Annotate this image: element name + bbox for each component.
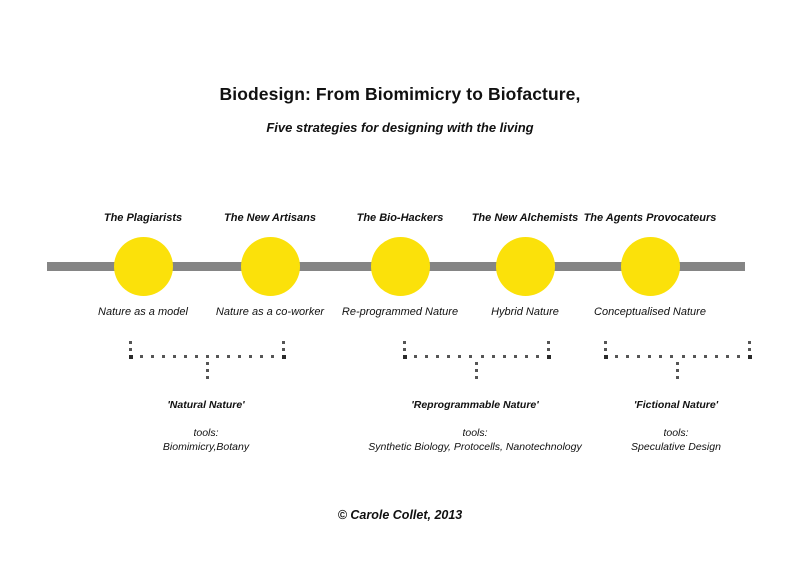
group-tools-label-fictional-nature: tools: (663, 427, 689, 439)
bracket-dot (604, 341, 607, 344)
bracket-dot (503, 355, 506, 358)
bracket-dot (637, 355, 640, 358)
bracket-dot (403, 355, 407, 359)
node-bottom-label-agents-provocateurs: Conceptualised Nature (594, 306, 706, 318)
group-nature-label-reprogrammable-nature: 'Reprogrammable Nature' (411, 399, 539, 411)
bracket-dot (206, 355, 209, 358)
bracket-dot (536, 355, 539, 358)
bracket-dot (195, 355, 198, 358)
bracket-dot (206, 362, 209, 365)
node-bottom-label-bio-hackers: Re-programmed Nature (341, 306, 459, 318)
bracket-dot (659, 355, 662, 358)
bracket-dot (704, 355, 707, 358)
bracket-dot (648, 355, 651, 358)
bracket-dot (626, 355, 629, 358)
node-top-label-new-artisans: The New Artisans (224, 212, 316, 224)
bracket-dot (748, 341, 751, 344)
bracket-dot (670, 355, 673, 358)
bracket-dot (469, 355, 472, 358)
node-top-label-plagiarists: The Plagiarists (103, 212, 183, 224)
group-nature-label-fictional-nature: 'Fictional Nature' (633, 399, 719, 411)
bracket-dot (525, 355, 528, 358)
bracket-dot (604, 355, 608, 359)
bracket-dot (260, 355, 263, 358)
bracket-dot (282, 355, 286, 359)
bracket-dot (282, 341, 285, 344)
bracket-dot (748, 355, 752, 359)
bracket-dot (140, 355, 143, 358)
bracket-dot (547, 341, 550, 344)
bracket-dot (151, 355, 154, 358)
copyright-notice: © Carole Collet, 2013 (337, 508, 463, 522)
bracket-dot (425, 355, 428, 358)
bracket-dot (129, 341, 132, 344)
bracket-dot (238, 355, 241, 358)
bracket-dot (676, 362, 679, 365)
bracket-dot (271, 355, 274, 358)
group-tools-label-natural-nature: tools: (193, 427, 219, 439)
timeline-node-agents-provocateurs[interactable] (620, 237, 680, 296)
bracket-dot (282, 348, 285, 351)
group-caption-natural-nature: 'Natural Nature' tools: Biomimicry,Botany (76, 398, 336, 454)
group-caption-reprogrammable-nature: 'Reprogrammable Nature' tools: Synthetic B… (345, 398, 605, 454)
bracket-dot (206, 376, 209, 379)
bracket-dot (475, 376, 478, 379)
node-top-label-agents-provocateurs: The Agents Provocateurs (583, 212, 717, 224)
bracket-dot (676, 369, 679, 372)
bracket-dot (726, 355, 729, 358)
bracket-dot (173, 355, 176, 358)
timeline-node-plagiarists[interactable] (113, 237, 173, 296)
node-top-label-bio-hackers: The Bio-Hackers (356, 212, 444, 224)
bracket-dot (475, 362, 478, 365)
bracket-dot (403, 348, 406, 351)
group-tools-value-natural-nature: Biomimicry,Botany (162, 441, 250, 453)
bracket-dot (216, 355, 219, 358)
bracket-dot (547, 348, 550, 351)
bracket-dot (715, 355, 718, 358)
group-tools-value-fictional-nature: Speculative Design (631, 441, 721, 453)
node-bottom-label-new-artisans: Nature as a co-worker (215, 306, 325, 318)
bracket-dot (676, 376, 679, 379)
group-caption-fictional-nature: 'Fictional Nature' tools: Speculative Desi… (546, 398, 800, 454)
bracket-dot (547, 355, 551, 359)
timeline-node-bio-hackers[interactable] (370, 237, 430, 296)
node-top-label-new-alchemists: The New Alchemists (471, 212, 579, 224)
bracket-dot (682, 355, 685, 358)
bracket-dot (458, 355, 461, 358)
timeline-node-new-alchemists[interactable] (495, 237, 555, 296)
bracket-dot (129, 355, 133, 359)
node-bottom-label-plagiarists: Nature as a model (98, 306, 188, 318)
bracket-dot (403, 341, 406, 344)
bracket-dot (227, 355, 230, 358)
group-nature-label-natural-nature: 'Natural Nature' (167, 399, 245, 411)
bracket-dot (737, 355, 740, 358)
bracket-dot (162, 355, 165, 358)
bracket-dot (492, 355, 495, 358)
bracket-dot (748, 348, 751, 351)
node-bottom-label-new-alchemists: Hybrid Nature (491, 306, 559, 318)
group-tools-label-reprogrammable-nature: tools: (462, 427, 488, 439)
bracket-dot (514, 355, 517, 358)
bracket-dot (615, 355, 618, 358)
bracket-dot (604, 348, 607, 351)
bracket-dot (693, 355, 696, 358)
bracket-dot (436, 355, 439, 358)
bracket-dot (129, 348, 132, 351)
bracket-dot (475, 369, 478, 372)
bracket-dot (414, 355, 417, 358)
bracket-dot (206, 369, 209, 372)
bracket-dot (184, 355, 187, 358)
bracket-dot (447, 355, 450, 358)
page-title: Biodesign: From Biomimicry to Biofacture… (219, 84, 581, 104)
page-subtitle: Five strategies for designing with the l… (266, 120, 534, 135)
bracket-dot (249, 355, 252, 358)
group-tools-value-reprogrammable-nature: Synthetic Biology, Protocells, Nanotechn… (368, 441, 582, 453)
bracket-dot (481, 355, 484, 358)
timeline-node-new-artisans[interactable] (240, 237, 300, 296)
